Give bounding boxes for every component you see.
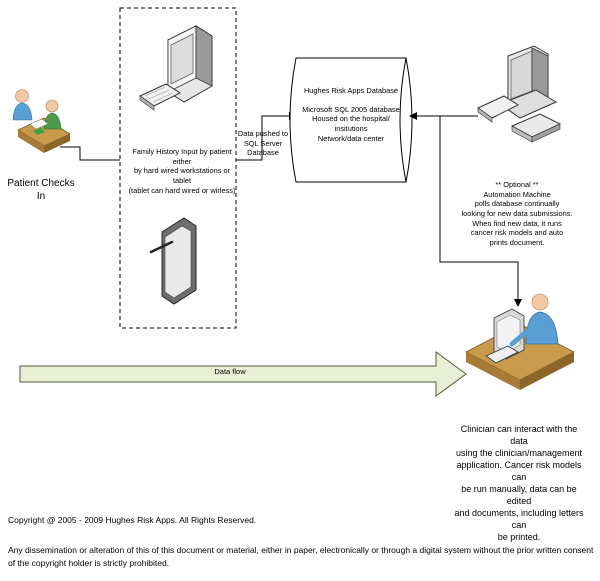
tablet-device-icon xyxy=(149,217,197,305)
legal-notice-text: Any dissemination or alteration of this … xyxy=(8,545,594,569)
copyright-text: Copyright @ 2005 - 2009 Hughes Risk Apps… xyxy=(8,515,257,525)
database-to-clinician-connector xyxy=(439,116,522,307)
data-flow-label: Data flow xyxy=(214,367,246,376)
family-history-input-label: Family History Input by patient either b… xyxy=(128,147,236,195)
database-title: Hughes Risk Apps Database xyxy=(303,86,399,95)
patient-checkin-icon xyxy=(12,89,71,153)
patient-checkin-label: Patient Checks In xyxy=(7,178,75,202)
clinician-workstation-icon xyxy=(465,293,575,390)
input-to-database-connector xyxy=(236,112,297,161)
database-cylinder-icon xyxy=(289,57,413,183)
automation-machine-label: ** Optional ** Automation Machine polls … xyxy=(461,180,573,247)
workstation-computer-icon xyxy=(139,25,213,111)
database-label: Hughes Risk Apps Database Microsoft SQL … xyxy=(298,86,404,143)
patient-to-input-connector xyxy=(60,146,120,161)
data-flow-arrow xyxy=(19,351,467,397)
input-devices-container xyxy=(119,7,237,329)
data-push-label: Data pushed to SQL Server Database xyxy=(237,129,289,158)
automation-machine-icon xyxy=(477,45,562,143)
clinician-description: Clinician can interact with the data usi… xyxy=(454,424,584,542)
